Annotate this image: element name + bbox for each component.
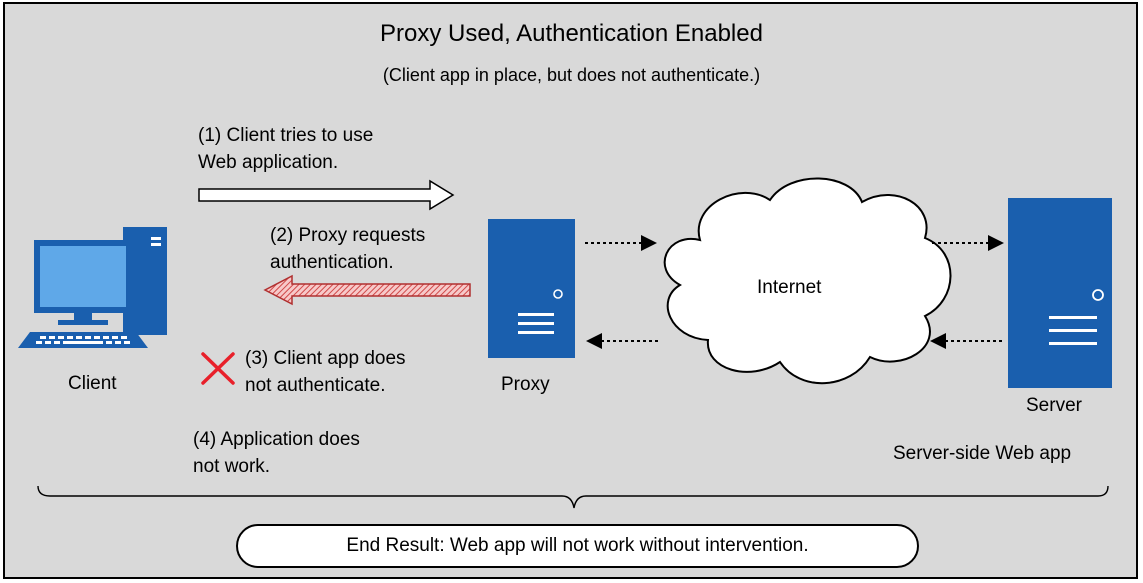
- step-1-text: (1) Client tries to use Web application.: [198, 125, 374, 173]
- proxy-server-icon: [488, 219, 575, 358]
- end-result-box: End Result: Web app will not work withou…: [236, 524, 919, 568]
- client-keyboard: [18, 332, 148, 348]
- fail-x-icon: [201, 352, 235, 385]
- diagram-subtitle: (Client app in place, but does not authe…: [382, 65, 761, 85]
- auth-request-arrow: [263, 274, 471, 306]
- step-3-text: (3) Client app does not authenticate.: [245, 348, 406, 396]
- server-app-label: Server-side Web app: [893, 443, 1072, 464]
- proxy-label: Proxy: [501, 374, 550, 395]
- internet-cloud-icon: [663, 177, 952, 385]
- server-icon: [1008, 198, 1112, 388]
- end-result-text: End Result: Web app will not work withou…: [346, 535, 809, 556]
- summary-brace: [37, 485, 1109, 509]
- internet-label: Internet: [757, 277, 822, 298]
- server-label: Server: [1026, 395, 1082, 416]
- client-label: Client: [68, 373, 117, 394]
- client-screen: [40, 246, 126, 307]
- request-arrow: [198, 179, 455, 211]
- client-computer-icon: [18, 227, 167, 348]
- step-4-text: (4) Application does not work.: [193, 429, 360, 477]
- diagram-title: Proxy Used, Authentication Enabled: [380, 20, 763, 47]
- step-2-text: (2) Proxy requests authentication.: [270, 225, 426, 273]
